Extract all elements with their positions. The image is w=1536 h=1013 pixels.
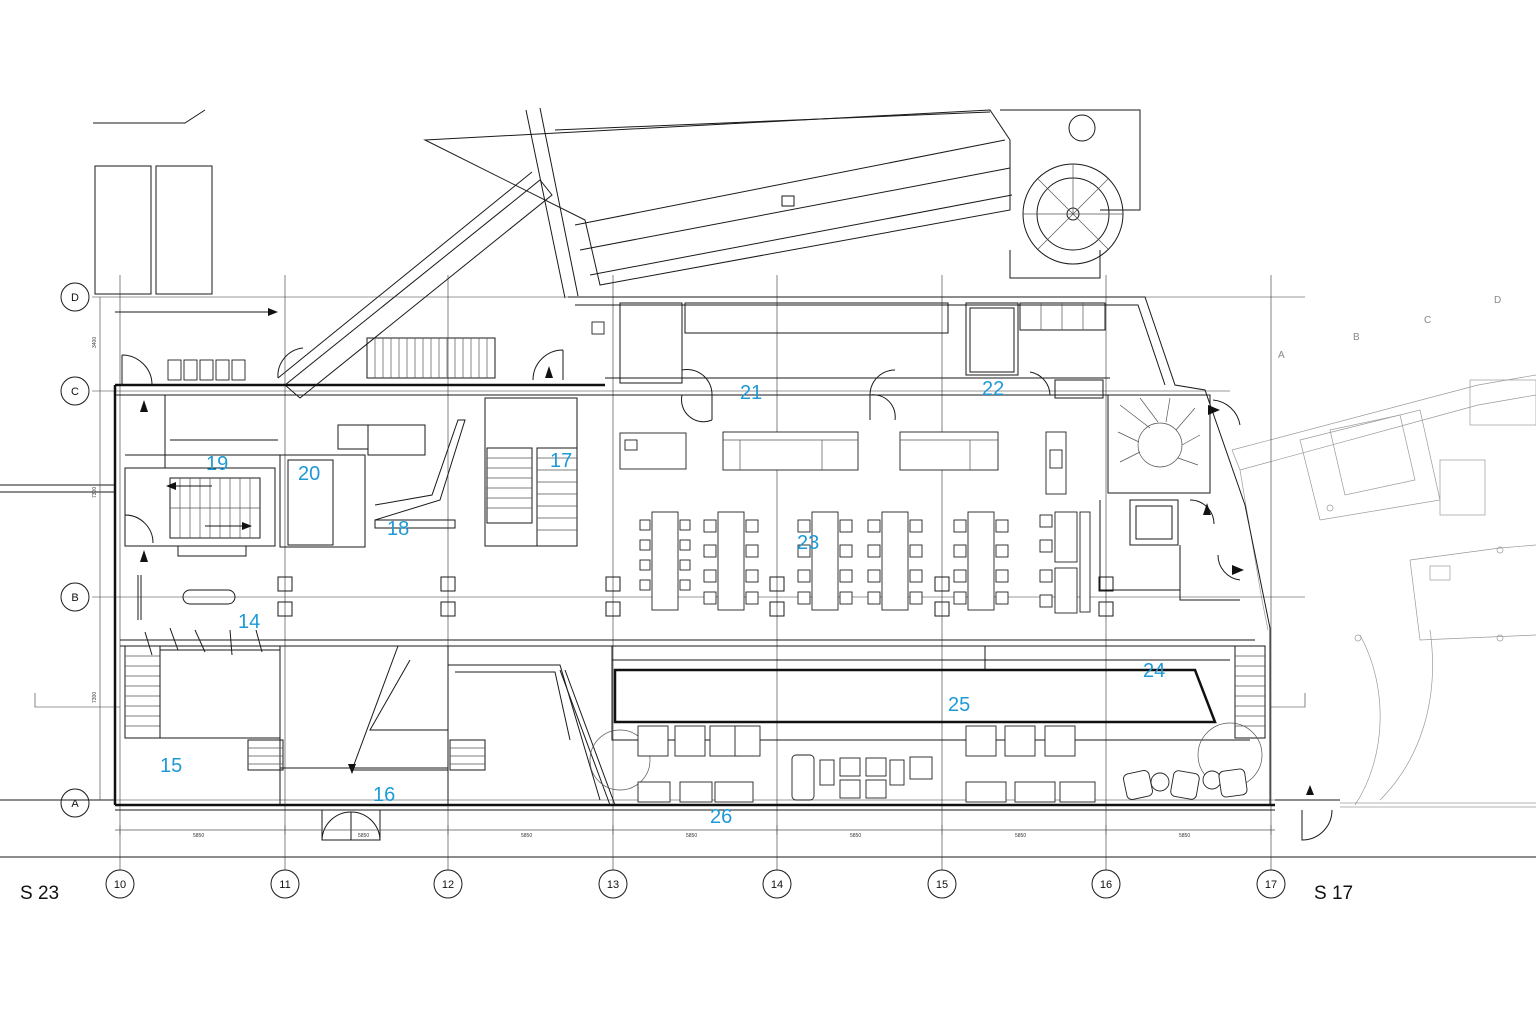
column-bubbles: 10 11 12 13 14 15 16 17 — [105, 845, 1286, 899]
dim-16-17: 5850 — [1179, 833, 1190, 839]
table-group-a — [639, 511, 691, 611]
grid-col-14: 14 — [771, 879, 783, 891]
room-label-21: 21 — [740, 382, 762, 404]
table-group-c — [797, 511, 853, 611]
courtyard-structures — [93, 107, 1141, 399]
room-label-18: 18 — [387, 518, 409, 540]
room-label-17: 17 — [550, 450, 572, 472]
grid-col-17: 17 — [1265, 879, 1277, 891]
grid-col-16: 16 — [1100, 879, 1112, 891]
grid-col-12: 12 — [442, 879, 454, 891]
direction-arrows — [115, 308, 1314, 795]
table-group-b — [703, 511, 759, 611]
street-label-left: S 23 — [20, 883, 59, 904]
dim-14-15: 5850 — [850, 833, 861, 839]
dim-15-16: 5850 — [1015, 833, 1026, 839]
interior-walls — [120, 302, 1266, 841]
grid-col-11: 11 — [279, 879, 290, 891]
room-label-15: 15 — [160, 755, 182, 777]
dim-13-14: 5850 — [686, 833, 697, 839]
room-label-25: 25 — [948, 694, 970, 716]
room-label-16: 16 — [373, 784, 395, 806]
grid-col-15: 15 — [936, 879, 948, 891]
room-label-26: 26 — [710, 806, 732, 828]
neighbor-grid-c: C — [1424, 315, 1431, 326]
room-label-19: 19 — [206, 453, 228, 475]
table-group-e — [953, 511, 1009, 611]
room-labels: 14 15 16 17 18 19 20 21 22 23 24 25 26 — [160, 378, 1165, 828]
booth-seating — [1039, 511, 1091, 614]
grid-col-13: 13 — [607, 879, 619, 891]
neighbor-grid-b: B — [1353, 332, 1360, 343]
dim-row-d-c: 3400 — [92, 337, 98, 348]
grid-row-c: C — [71, 386, 79, 398]
dim-row-c-b: 7300 — [92, 487, 98, 498]
room-label-22: 22 — [982, 378, 1004, 400]
grid-row-d: D — [71, 292, 79, 304]
room-label-20: 20 — [298, 463, 320, 485]
grid-col-10: 10 — [114, 879, 126, 891]
neighbor-grid-a: A — [1278, 350, 1285, 361]
dim-12-13: 5850 — [521, 833, 532, 839]
terrace-tables — [637, 725, 1248, 803]
table-group-d — [867, 511, 923, 611]
street-label-right: S 17 — [1314, 883, 1353, 904]
grid-row-b: B — [71, 592, 78, 604]
dining-furniture — [144, 321, 1248, 803]
building-envelope — [0, 296, 1536, 858]
grid-row-a: A — [71, 798, 79, 810]
room-label-14: 14 — [238, 611, 260, 633]
row-bubbles: D C B A — [60, 282, 90, 818]
dimension-lines: 5850 5850 5850 5850 5850 5850 5850 3400 … — [92, 297, 1275, 839]
room-label-23: 23 — [797, 532, 819, 554]
neighbor-building: A B C D — [1231, 295, 1536, 808]
neighbor-grid-d: D — [1494, 295, 1501, 306]
dim-11-12: 5850 — [358, 833, 369, 839]
dim-row-b-a: 7300 — [92, 692, 98, 703]
dim-10-11: 5850 — [193, 833, 204, 839]
room-label-24: 24 — [1143, 660, 1165, 682]
